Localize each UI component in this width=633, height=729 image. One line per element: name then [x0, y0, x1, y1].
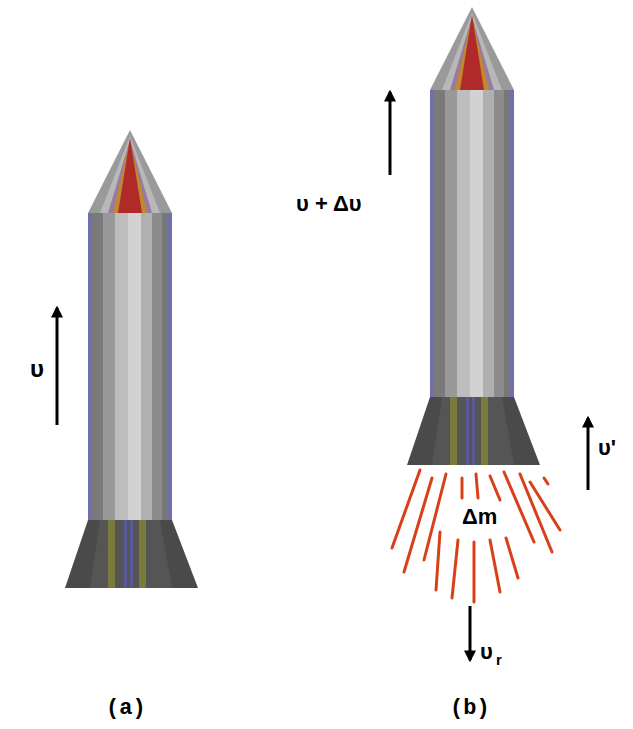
velocity-label: υ + Δυ	[296, 192, 362, 216]
velocity-label: υ'	[598, 436, 616, 460]
panel-label: (b)	[450, 697, 490, 721]
mass-label: Δm	[460, 505, 499, 529]
velocity-label: υ	[480, 640, 493, 664]
velocity-label: υ	[30, 356, 44, 382]
panel-label: (a)	[106, 697, 146, 721]
rocket-a	[65, 130, 198, 588]
exhaust-flames	[392, 470, 560, 602]
velocity-arrows	[57, 92, 588, 660]
rocket-b	[407, 7, 540, 465]
subscript-label: r	[496, 652, 502, 669]
